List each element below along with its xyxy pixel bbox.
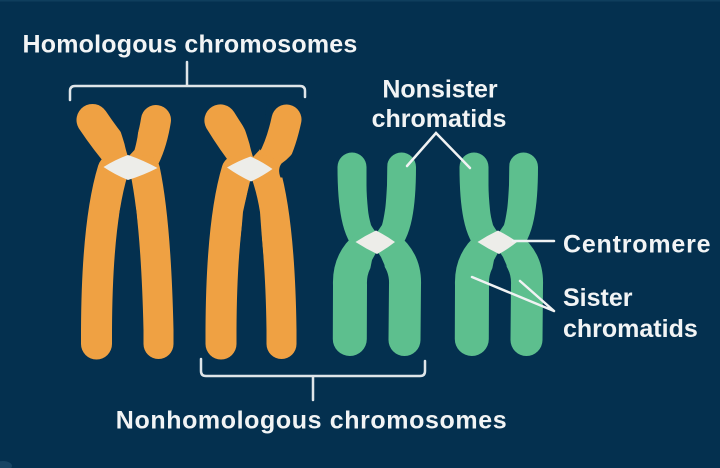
svg-text:Homologous chromosomes: Homologous chromosomes <box>23 31 358 59</box>
svg-text:Nonsister: Nonsister <box>382 76 498 104</box>
svg-text:chromatids: chromatids <box>372 105 507 133</box>
svg-text:Centromere: Centromere <box>563 231 711 259</box>
svg-text:Nonhomologous chromosomes: Nonhomologous chromosomes <box>116 407 507 435</box>
svg-text:chromatids: chromatids <box>563 315 698 343</box>
svg-text:Sister: Sister <box>563 284 633 312</box>
